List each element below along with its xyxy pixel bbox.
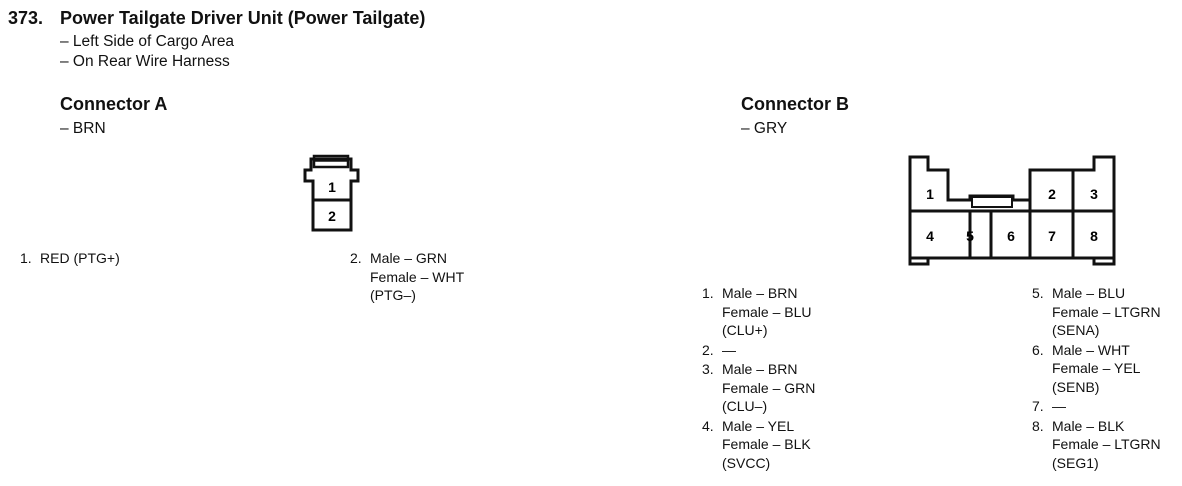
pin-number: 7. <box>1032 398 1044 414</box>
pin-text: (SVCC) <box>722 454 771 471</box>
connector-a-cavity-2: 2 <box>328 208 336 224</box>
connector-a-pins-left: 1. RED (PTG+) <box>20 249 120 269</box>
location-line-1: – Left Side of Cargo Area <box>60 33 235 50</box>
pin-text: Male – BLK <box>1052 417 1125 434</box>
pin-number: 1. <box>20 250 32 266</box>
pin-number: 2. <box>350 250 362 266</box>
pin-text: (SENA) <box>1052 322 1100 338</box>
pin-item: 2. — <box>702 341 815 360</box>
section-number: 373. <box>8 8 44 28</box>
pin-text: Male – YEL <box>722 417 795 434</box>
pin-text: Female – GRN <box>722 379 816 396</box>
connector-b-cavity-8: 8 <box>1090 228 1098 244</box>
connector-b-cavity-4: 4 <box>926 228 934 244</box>
connector-b-cavity-2: 2 <box>1048 186 1056 202</box>
pin-item: 6. Male – WHT Female – YEL (SENB) <box>1032 341 1161 397</box>
connector-b-cavity-7: 7 <box>1048 228 1056 244</box>
location-line-2: – On Rear Wire Harness <box>60 53 230 70</box>
pin-item: 8. Male – BLK Female – LTGRN (SEG1) <box>1032 417 1161 473</box>
pin-text: RED (PTG+) <box>40 250 120 266</box>
pin-number: 3. <box>702 361 714 377</box>
pin-text: (SEG1) <box>1052 454 1099 471</box>
pin-text: Female – LTGRN <box>1052 436 1161 452</box>
connector-a-heading: Connector A <box>60 94 168 114</box>
page-title: Power Tailgate Driver Unit (Power Tailga… <box>60 8 426 28</box>
pin-text: Female – WHT <box>370 268 465 285</box>
pin-item: 5. Male – BLU Female – LTGRN (SENA) <box>1032 284 1161 340</box>
connector-b-cavity-6: 6 <box>1007 228 1015 244</box>
pin-number: 1. <box>702 285 714 301</box>
connector-b-diagram: 1 2 3 4 5 6 7 8 <box>908 155 1116 266</box>
connector-b-cavity-1: 1 <box>926 186 934 202</box>
pin-text: Male – BRN <box>722 361 798 377</box>
connector-b-pins-right: 5. Male – BLU Female – LTGRN (SENA) 6. M… <box>1032 284 1161 473</box>
pin-item: 4. Male – YEL Female – BLK (SVCC) <box>702 417 815 473</box>
connector-b-cavity-3: 3 <box>1090 186 1098 202</box>
pin-item: 3. Male – BRN Female – GRN (CLU–) <box>702 360 815 416</box>
connector-b-color: – GRY <box>741 120 788 137</box>
pin-text: — <box>1052 398 1066 414</box>
pin-number: 4. <box>702 417 714 434</box>
pin-text: Female – BLK <box>722 436 811 452</box>
pin-number: 8. <box>1032 417 1044 434</box>
pin-text: (PTG–) <box>370 287 416 303</box>
pin-item: 7. — <box>1032 397 1161 416</box>
pin-text: Male – WHT <box>1052 341 1130 358</box>
connector-b-heading: Connector B <box>741 94 849 114</box>
connector-a-cavity-1: 1 <box>328 179 336 195</box>
pin-text: Female – LTGRN <box>1052 303 1161 320</box>
connector-b-cavity-5: 5 <box>966 228 974 244</box>
pin-number: 5. <box>1032 285 1044 301</box>
pin-item: 1. Male – BRN Female – BLU (CLU+) <box>702 284 815 340</box>
pin-text: (CLU–) <box>722 398 768 414</box>
pin-text: — <box>722 341 736 358</box>
pin-item: 2. Male – GRN Female – WHT (PTG–) <box>350 249 464 305</box>
connector-a-color: – BRN <box>60 120 106 137</box>
pin-number: 6. <box>1032 341 1044 358</box>
pin-text: Male – GRN <box>370 250 448 266</box>
pin-text: Female – YEL <box>1052 360 1141 376</box>
pin-number: 2. <box>702 341 714 358</box>
pin-item: 1. RED (PTG+) <box>20 249 120 268</box>
pin-text: Male – BRN <box>722 285 798 301</box>
pin-text: Female – BLU <box>722 303 812 320</box>
pin-text: (SENB) <box>1052 378 1100 395</box>
connector-a-pins-right: 2. Male – GRN Female – WHT (PTG–) <box>350 249 464 306</box>
pin-text: Male – BLU <box>1052 285 1126 301</box>
connector-a-diagram: 1 2 <box>303 154 360 232</box>
pin-text: (CLU+) <box>722 322 768 338</box>
connector-b-pins-left: 1. Male – BRN Female – BLU (CLU+) 2. — 3… <box>702 284 815 473</box>
